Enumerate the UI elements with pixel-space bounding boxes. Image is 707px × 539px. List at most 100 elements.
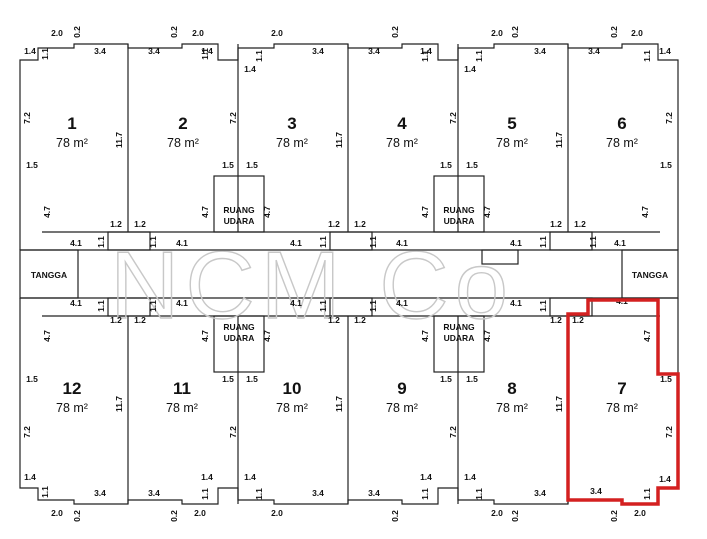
corridor-niche bbox=[107, 297, 151, 317]
dimension-label: 2.0 bbox=[192, 28, 204, 38]
dimension-label: 3.4 bbox=[148, 488, 160, 498]
dimension-label: 1.1 bbox=[318, 300, 328, 312]
dimension-label: 1.2 bbox=[354, 315, 366, 325]
air-well-label: RUANG bbox=[443, 322, 475, 332]
corridor-niche bbox=[329, 297, 373, 317]
dimension-label: 0.2 bbox=[510, 26, 520, 38]
dimension-label: 1.4 bbox=[244, 64, 256, 74]
dimension-label: 4.1 bbox=[396, 238, 408, 248]
dimension-label: 11.7 bbox=[554, 396, 564, 412]
dimension-label: 1.2 bbox=[572, 315, 584, 325]
dimension-label: 4.7 bbox=[200, 330, 210, 342]
dimension-label: 3.4 bbox=[588, 46, 600, 56]
dimension-label: 1.1 bbox=[538, 300, 548, 312]
dimension-label: 1.1 bbox=[420, 50, 430, 62]
corridor-niche bbox=[481, 249, 519, 265]
air-well bbox=[433, 175, 485, 233]
dimension-label: 4.1 bbox=[290, 298, 302, 308]
dimension-label: 1.5 bbox=[222, 160, 234, 170]
dimension-label: 1.1 bbox=[148, 236, 158, 248]
dimension-label: 1.2 bbox=[134, 315, 146, 325]
dimension-label: 1.5 bbox=[660, 374, 672, 384]
dimension-label: 3.4 bbox=[148, 46, 160, 56]
dimension-label: 3.4 bbox=[534, 46, 546, 56]
dimension-label: 1.5 bbox=[660, 160, 672, 170]
unit-area: 78 m² bbox=[166, 401, 198, 415]
dimension-label: 1.4 bbox=[244, 472, 256, 482]
dimension-label: 4.1 bbox=[176, 298, 188, 308]
dimension-label: 3.4 bbox=[534, 488, 546, 498]
dimension-label: 4.7 bbox=[482, 330, 492, 342]
dimension-label: 2.0 bbox=[271, 28, 283, 38]
stair-box bbox=[621, 249, 679, 299]
dimension-label: 2.0 bbox=[51, 28, 63, 38]
dimension-label: 0.2 bbox=[390, 510, 400, 522]
dimension-label: 3.4 bbox=[368, 46, 380, 56]
unit-number: 10 bbox=[283, 379, 302, 398]
dimension-label: 1.1 bbox=[200, 488, 210, 500]
air-well-label: RUANG bbox=[223, 322, 255, 332]
stair-box bbox=[19, 249, 79, 299]
dimension-label: 4.1 bbox=[290, 238, 302, 248]
dimension-label: 1.5 bbox=[26, 374, 38, 384]
dimension-label: 1.1 bbox=[642, 50, 652, 62]
dimension-label: 3.4 bbox=[368, 488, 380, 498]
dimension-label: 11.7 bbox=[114, 132, 124, 148]
dimension-label: 1.2 bbox=[110, 219, 122, 229]
air-well-label: UDARA bbox=[444, 333, 475, 343]
dimension-label: 1.5 bbox=[26, 160, 38, 170]
dimension-label: 11.7 bbox=[334, 132, 344, 148]
unit-number: 1 bbox=[67, 114, 76, 133]
dimension-label: 2.0 bbox=[194, 508, 206, 518]
unit-area: 78 m² bbox=[496, 401, 528, 415]
dimension-label: 2.0 bbox=[634, 508, 646, 518]
stair-label: TANGGA bbox=[31, 270, 67, 280]
corridor-niche bbox=[107, 231, 151, 251]
dimension-label: 1.5 bbox=[440, 160, 452, 170]
dimension-label: 3.4 bbox=[94, 46, 106, 56]
dimension-label: 2.0 bbox=[271, 508, 283, 518]
dimension-label: 7.2 bbox=[228, 112, 238, 124]
air-well bbox=[213, 175, 265, 233]
dimension-label: 7.2 bbox=[448, 112, 458, 124]
air-well-label: RUANG bbox=[443, 205, 475, 215]
dimension-label: 7.2 bbox=[448, 426, 458, 438]
air-well bbox=[433, 315, 485, 373]
dimension-label: 4.7 bbox=[420, 206, 430, 218]
dimension-label: 1.1 bbox=[40, 486, 50, 498]
dimension-label: 4.7 bbox=[642, 330, 652, 342]
watermark-text: NCM Co bbox=[110, 232, 514, 339]
dimension-label: 1.4 bbox=[420, 46, 432, 56]
dimension-label: 7.2 bbox=[664, 426, 674, 438]
dimension-label: 1.4 bbox=[420, 472, 432, 482]
dimension-label: 7.2 bbox=[22, 426, 32, 438]
dimension-label: 1.1 bbox=[254, 488, 264, 500]
corridor-niche bbox=[549, 297, 593, 317]
dimension-label: 1.1 bbox=[148, 300, 158, 312]
dimension-label: 4.7 bbox=[200, 206, 210, 218]
unit-number: 2 bbox=[178, 114, 187, 133]
dimension-label: 11.7 bbox=[554, 132, 564, 148]
dimension-label: 1.4 bbox=[464, 64, 476, 74]
dimension-label: 2.0 bbox=[491, 28, 503, 38]
dimension-label: 1.1 bbox=[538, 236, 548, 248]
dimension-label: 2.0 bbox=[491, 508, 503, 518]
corridor-niche bbox=[549, 231, 593, 251]
dimension-label: 1.1 bbox=[642, 488, 652, 500]
dimension-label: 4.7 bbox=[482, 206, 492, 218]
dimension-label: 1.5 bbox=[246, 160, 258, 170]
dimension-label: 2.0 bbox=[51, 508, 63, 518]
air-well-label: RUANG bbox=[223, 205, 255, 215]
air-well-label: UDARA bbox=[224, 216, 255, 226]
dimension-label: 1.1 bbox=[368, 300, 378, 312]
dimension-label: 1.1 bbox=[96, 236, 106, 248]
dimension-label: 1.2 bbox=[550, 315, 562, 325]
unit-number: 8 bbox=[507, 379, 516, 398]
unit-area: 78 m² bbox=[386, 401, 418, 415]
air-well-label: UDARA bbox=[224, 333, 255, 343]
highlighted-unit-outline bbox=[566, 298, 680, 506]
unit-area: 78 m² bbox=[496, 136, 528, 150]
dimension-label: 11.7 bbox=[114, 396, 124, 412]
dimension-label: 1.2 bbox=[574, 219, 586, 229]
